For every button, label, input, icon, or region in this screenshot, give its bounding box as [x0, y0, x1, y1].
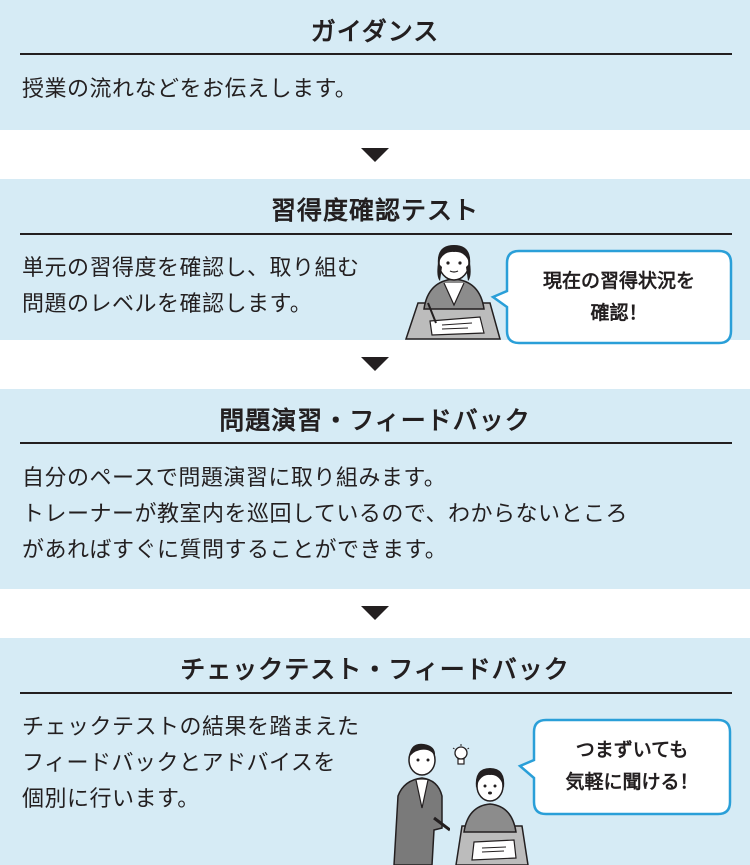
section-title: チェックテスト・フィードバック [180, 655, 570, 684]
section-body: チェックテストの結果を踏まえた フィードバックとアドバイスを 個別に行います。 [22, 715, 360, 812]
section-title: 習得度確認テスト [270, 196, 479, 225]
speech-bubble: 現在の習得状況を 確認！ [490, 249, 733, 345]
down-arrow-icon [361, 606, 389, 620]
section-guidance: ガイダンス 授業の流れなどをお伝えします。 [0, 0, 750, 130]
down-arrow-icon [361, 148, 389, 162]
title-divider [20, 53, 732, 55]
title-divider [20, 233, 732, 235]
bubble-text: つまずいても 気軽に聞ける！ [565, 739, 699, 793]
title-divider [20, 692, 732, 694]
title-divider [20, 442, 732, 444]
down-arrow-icon [361, 357, 389, 371]
student-illustration [455, 768, 529, 865]
speech-bubble: つまずいても 気軽に聞ける！ [517, 718, 732, 816]
section-title: 問題演習・フィードバック [219, 406, 531, 435]
section-body: 授業の流れなどをお伝えします。 [22, 77, 358, 102]
lightbulb-icon [452, 744, 470, 765]
section-body: 自分のペースで問題演習に取り組みます。 トレーナーが教室内を巡回しているので、わ… [22, 466, 628, 563]
section-check-test-feedback: チェックテスト・フィードバック チェックテストの結果を踏まえた フィードバックと… [0, 638, 750, 865]
bubble-text: 現在の習得状況を 確認！ [542, 270, 695, 324]
trainer-illustration [393, 743, 450, 865]
student-illustration [404, 245, 501, 340]
section-practice-feedback: 問題演習・フィードバック 自分のペースで問題演習に取り組みます。 トレーナーが教… [0, 389, 750, 589]
section-body: 単元の習得度を確認し、取り組む 問題のレベルを確認します。 [22, 256, 360, 317]
section-proficiency-test: 習得度確認テスト 単元の習得度を確認し、取り組む 問題のレベルを確認します。 現… [0, 179, 750, 345]
section-title: ガイダンス [310, 17, 440, 46]
